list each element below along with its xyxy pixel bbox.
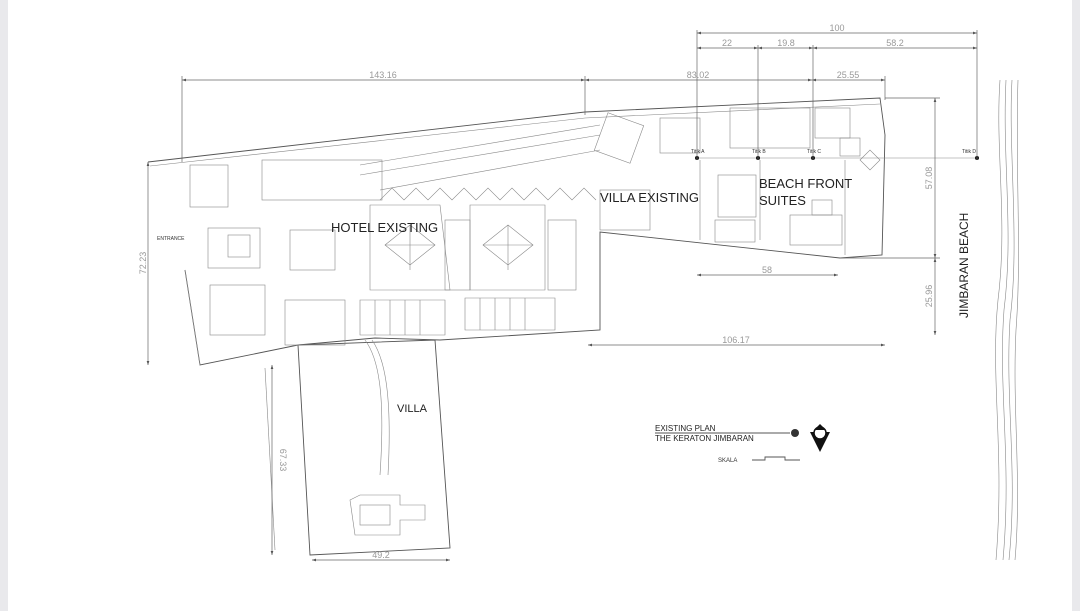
- label-entrance: ENTRANCE: [157, 236, 185, 242]
- north-arrow-icon: [810, 424, 830, 452]
- dim-villa-width: 49.2: [372, 550, 390, 560]
- dim-suites-width: 58: [762, 265, 772, 275]
- label-villa-existing: VILLA EXISTING: [600, 190, 699, 205]
- zone-labels: HOTEL EXISTING VILLA EXISTING BEACH FRON…: [157, 176, 971, 415]
- title-block: EXISTING PLAN THE KERATON JIMBARAN SKALA: [655, 424, 830, 464]
- point-a-label: Titik A: [691, 149, 705, 155]
- dim-top-right: 25.55: [837, 70, 860, 80]
- scale-label: SKALA: [718, 458, 737, 464]
- dim-right-upper: 57.08: [924, 167, 934, 190]
- villa-buildings: [349, 494, 426, 536]
- scale-bar-icon: [752, 456, 800, 461]
- dim-overall: 100: [829, 23, 844, 33]
- hotel-buildings: [189, 124, 601, 476]
- label-hotel-existing: HOTEL EXISTING: [331, 220, 438, 235]
- title-line-1: EXISTING PLAN: [655, 424, 716, 433]
- reference-line: Titik A Titik B Titik C Titik D: [691, 149, 979, 160]
- dim-seg-b: 19.8: [777, 38, 795, 48]
- east-buildings: [593, 107, 881, 255]
- point-c-label: Titik C: [807, 149, 821, 155]
- dim-left-height: 72.23: [138, 252, 148, 275]
- label-beach-front: BEACH FRONT: [759, 176, 852, 191]
- point-d-label: Titik D: [962, 149, 976, 155]
- dim-villa-height: 67.33: [278, 449, 288, 472]
- dim-right-lower: 25.96: [924, 285, 934, 308]
- point-b-label: Titik B: [752, 149, 766, 155]
- dimension-lines: 143.16 83.02 25.55 100 22 19.8 58.2 72.2…: [138, 23, 978, 562]
- dim-seg-c: 58.2: [886, 38, 904, 48]
- dim-seg-a: 22: [722, 38, 732, 48]
- dim-top-left: 143.16: [369, 70, 397, 80]
- site-boundary: [147, 97, 886, 556]
- title-line-2: THE KERATON JIMBARAN: [655, 434, 754, 443]
- dim-bottom-east: 106.17: [722, 335, 750, 345]
- compass-icon: [791, 429, 799, 437]
- shoreline: [995, 79, 1019, 561]
- dim-top-mid: 83.02: [687, 70, 710, 80]
- label-suites: SUITES: [759, 193, 806, 208]
- label-jimbaran-beach: JIMBARAN BEACH: [957, 213, 971, 318]
- label-villa: VILLA: [397, 403, 428, 415]
